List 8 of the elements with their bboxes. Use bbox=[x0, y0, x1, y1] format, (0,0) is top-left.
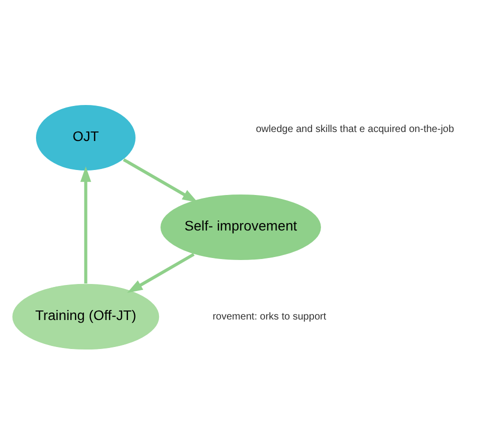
node-ellipse: Training (Off-JT) bbox=[12, 283, 160, 350]
node-ellipse: OJT bbox=[35, 104, 136, 172]
arrow bbox=[80, 166, 92, 284]
node-ellipse: Self- improvement bbox=[160, 194, 322, 261]
label: owledge and skills that e acquired on-the-job bbox=[256, 124, 454, 135]
arrow bbox=[127, 253, 195, 293]
arrow bbox=[122, 158, 198, 202]
label: rovement: orks to support bbox=[212, 311, 326, 322]
